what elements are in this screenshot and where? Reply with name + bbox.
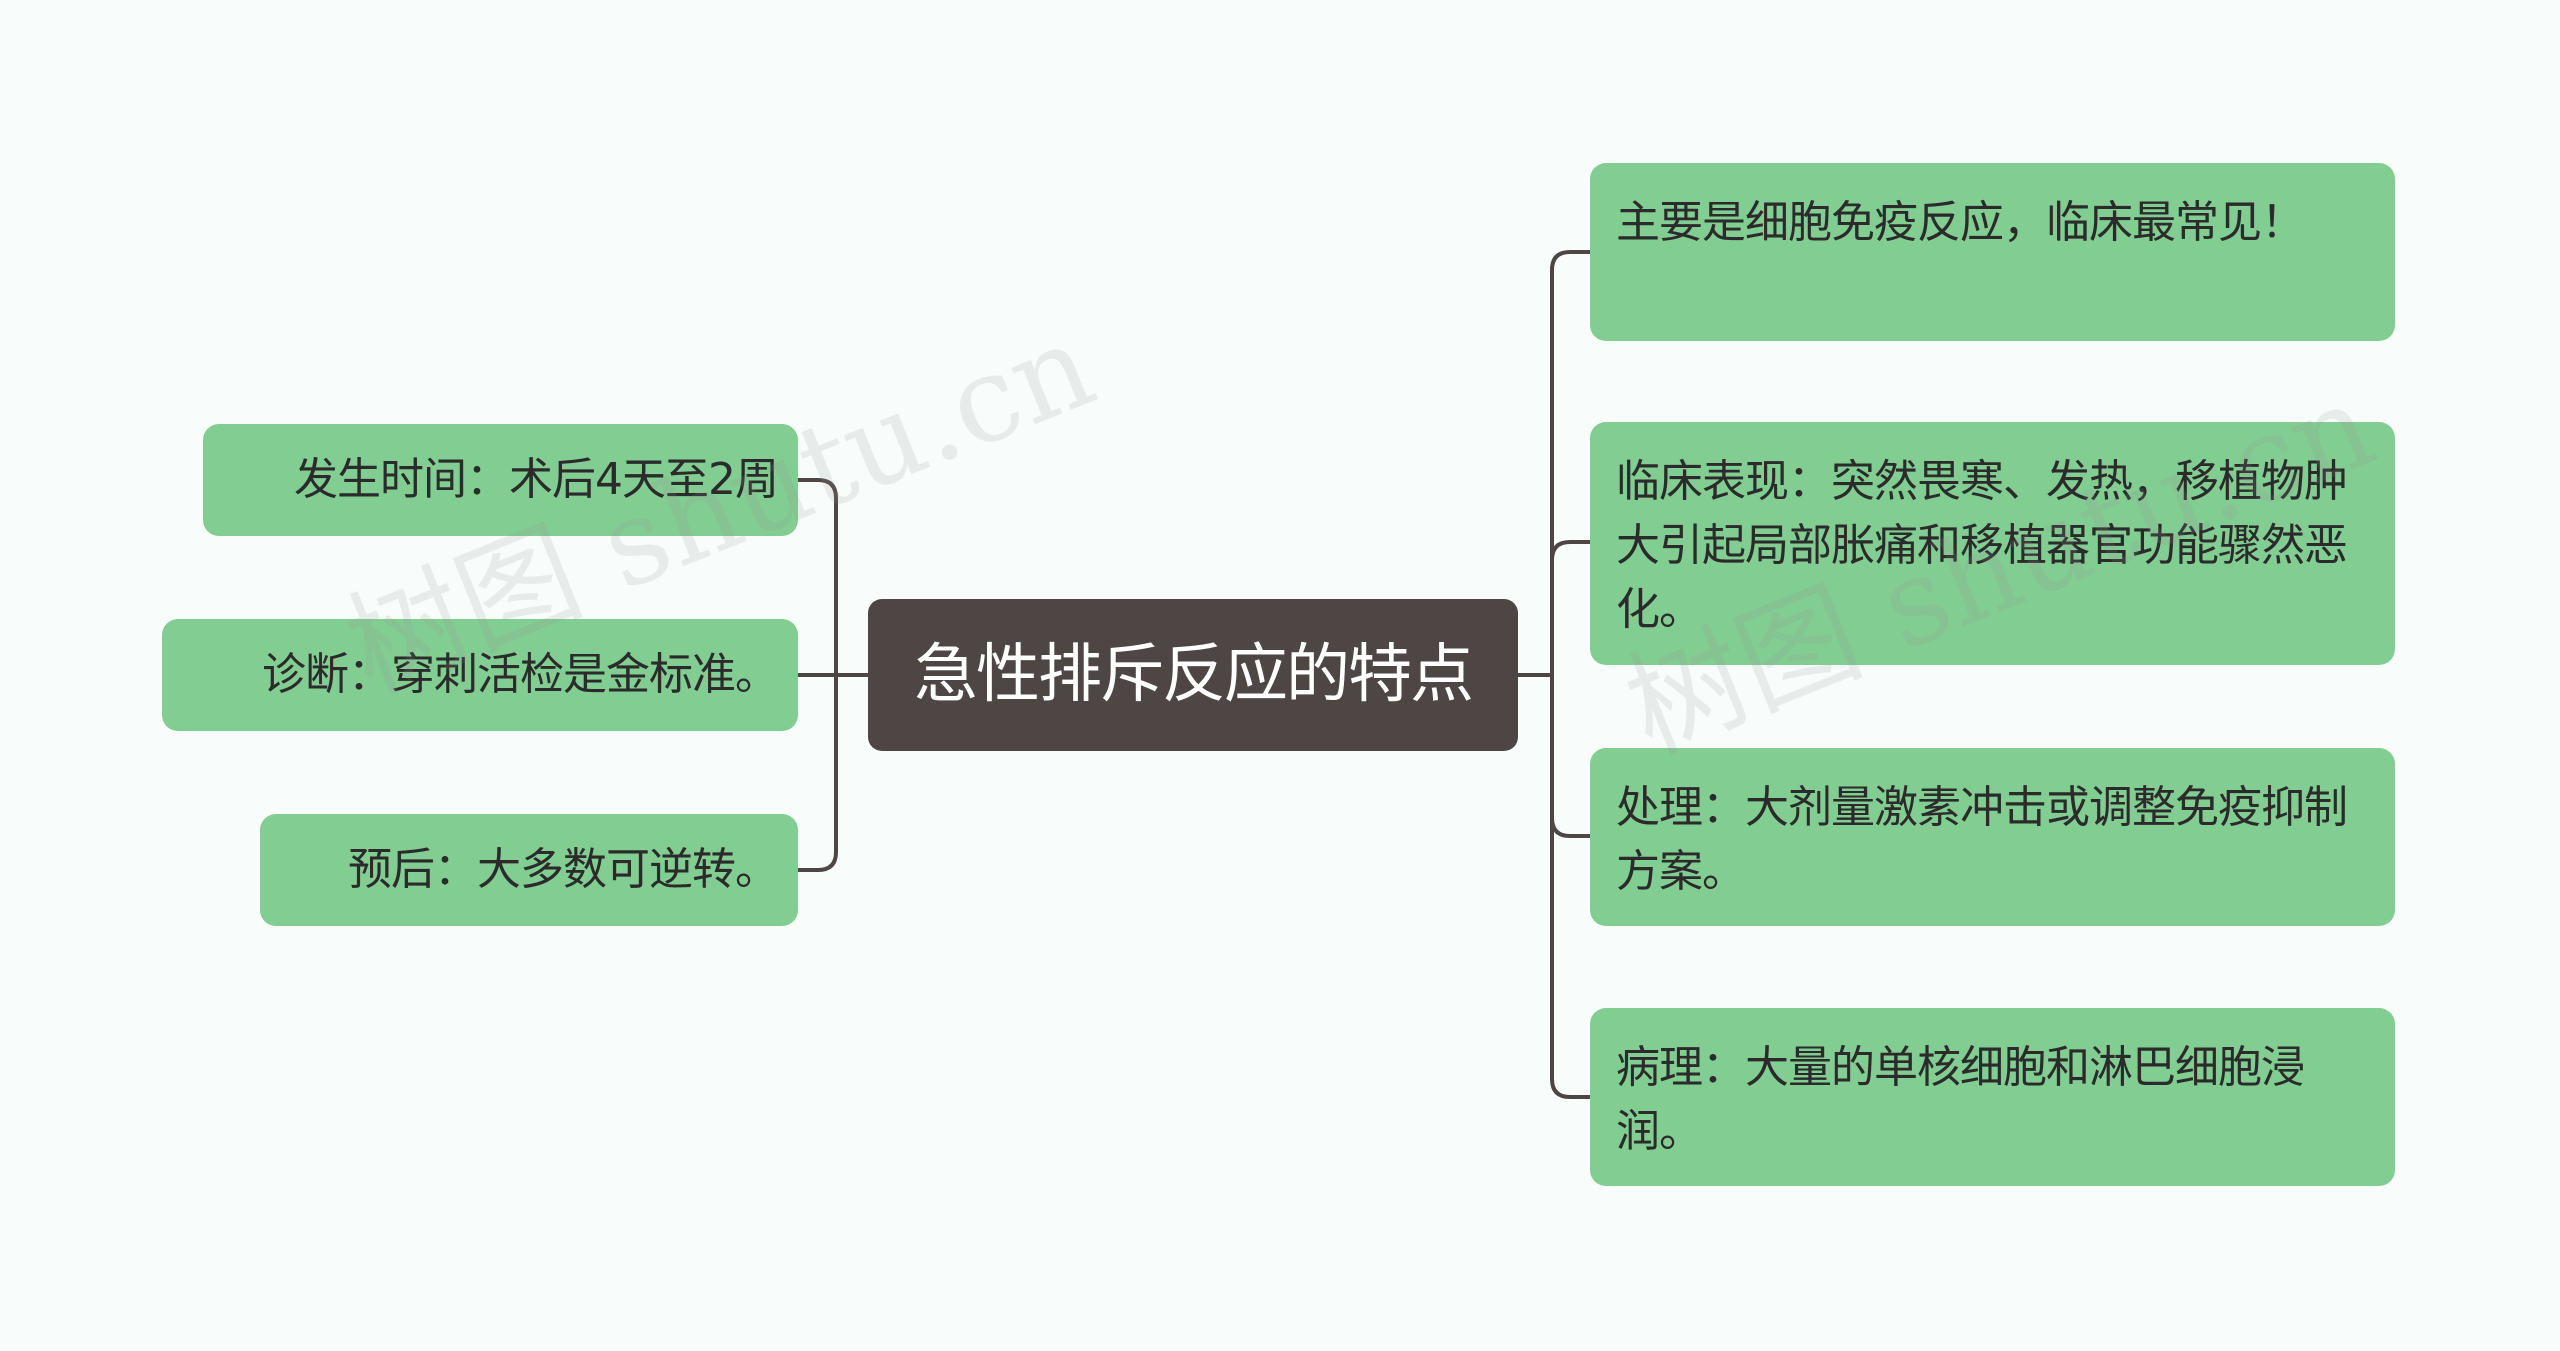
- connector-right-2: [1550, 540, 1592, 677]
- right-node-pathology[interactable]: 病理：大量的单核细胞和淋巴细胞浸润。: [1590, 1008, 2395, 1186]
- left-node-diagnosis[interactable]: 诊断：穿刺活检是金标准。: [162, 619, 798, 731]
- right-node-treatment[interactable]: 处理：大剂量激素冲击或调整免疫抑制方案。: [1590, 748, 2395, 926]
- connector-right-1: [1550, 250, 1592, 677]
- root-node[interactable]: 急性排斥反应的特点: [868, 599, 1518, 751]
- root-node-label: 急性排斥反应的特点: [914, 638, 1474, 712]
- connector-right-4: [1550, 673, 1592, 1099]
- left-node-prognosis-label: 预后：大多数可逆转。: [348, 844, 779, 895]
- left-node-onset-time[interactable]: 发生时间：术后4天至2周: [203, 424, 798, 536]
- left-node-prognosis[interactable]: 预后：大多数可逆转。: [260, 814, 798, 926]
- left-node-onset-time-label: 发生时间：术后4天至2周: [294, 454, 779, 505]
- connector-right-3: [1550, 673, 1592, 838]
- right-node-treatment-label: 处理：大剂量激素冲击或调整免疫抑制方案。: [1616, 782, 2348, 897]
- right-node-pathology-label: 病理：大量的单核细胞和淋巴细胞浸润。: [1616, 1042, 2305, 1157]
- connector-left-3: [796, 673, 838, 872]
- right-node-clinical-manifestation[interactable]: 临床表现：突然畏寒、发热，移植物肿大引起局部胀痛和移植器官功能骤然恶化。: [1590, 422, 2395, 665]
- left-node-diagnosis-label: 诊断：穿刺活检是金标准。: [262, 649, 779, 700]
- right-node-clinical-manifestation-label: 临床表现：突然畏寒、发热，移植物肿大引起局部胀痛和移植器官功能骤然恶化。: [1616, 456, 2348, 635]
- right-node-cellular-immunity-label: 主要是细胞免疫反应，临床最常见！: [1616, 197, 2305, 248]
- right-node-cellular-immunity[interactable]: 主要是细胞免疫反应，临床最常见！: [1590, 163, 2395, 341]
- connector-left-1: [796, 478, 838, 677]
